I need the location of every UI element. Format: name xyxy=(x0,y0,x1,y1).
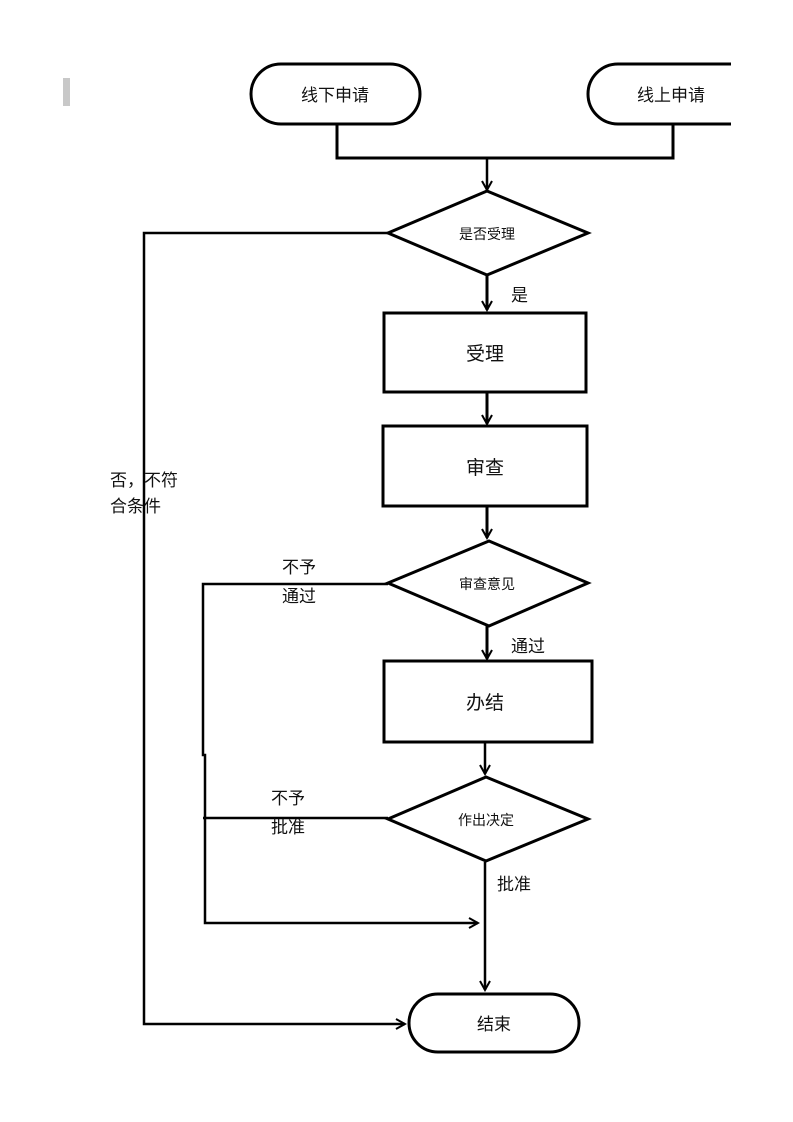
node-complete: 办结 xyxy=(382,659,594,744)
label-approve: 批准 xyxy=(497,875,531,895)
node-make-decision-label: 作出决定 xyxy=(458,813,514,829)
label-reject-review-line1: 不予 xyxy=(282,558,316,578)
edge-labels: 是 否，不符 合条件 不予 通过 通过 不予 批准 批准 xyxy=(110,286,545,895)
node-end-label: 结束 xyxy=(477,1015,511,1035)
node-complete-label: 办结 xyxy=(466,692,504,714)
node-review: 审查 xyxy=(381,424,589,508)
node-accept-decision: 是否受理 xyxy=(384,189,592,277)
node-review-opinion: 审查意见 xyxy=(384,539,592,628)
edge-online-to-join xyxy=(487,124,675,160)
edge-offline-to-join xyxy=(335,124,487,160)
node-review-opinion-label: 审查意见 xyxy=(459,576,515,593)
gray-margin-marker xyxy=(63,78,70,106)
node-make-decision: 作出决定 xyxy=(384,775,592,863)
label-pass: 通过 xyxy=(511,637,545,657)
node-accept: 受理 xyxy=(382,311,588,394)
label-no-line2: 合条件 xyxy=(110,497,161,517)
label-reject-review-line2: 通过 xyxy=(282,587,316,607)
node-accept-label: 受理 xyxy=(466,343,504,365)
node-offline-apply: 线下申请 xyxy=(249,62,422,126)
label-no-line1: 否，不符 xyxy=(110,471,178,491)
connectors xyxy=(142,124,675,1024)
node-review-label: 审查 xyxy=(466,457,504,479)
node-online-apply-label: 线上申请 xyxy=(637,86,705,106)
node-offline-apply-label: 线下申请 xyxy=(301,86,369,106)
node-online-apply: 线上申请 xyxy=(586,62,731,126)
node-end: 结束 xyxy=(407,992,581,1054)
edge-accept-decision-no-to-end xyxy=(142,231,405,1024)
edge-review-reject-to-end xyxy=(201,582,478,923)
label-reject-decision-line2: 批准 xyxy=(271,818,305,838)
node-accept-decision-label: 是否受理 xyxy=(459,227,515,243)
label-yes: 是 xyxy=(511,286,528,306)
label-reject-decision-line1: 不予 xyxy=(271,789,305,809)
